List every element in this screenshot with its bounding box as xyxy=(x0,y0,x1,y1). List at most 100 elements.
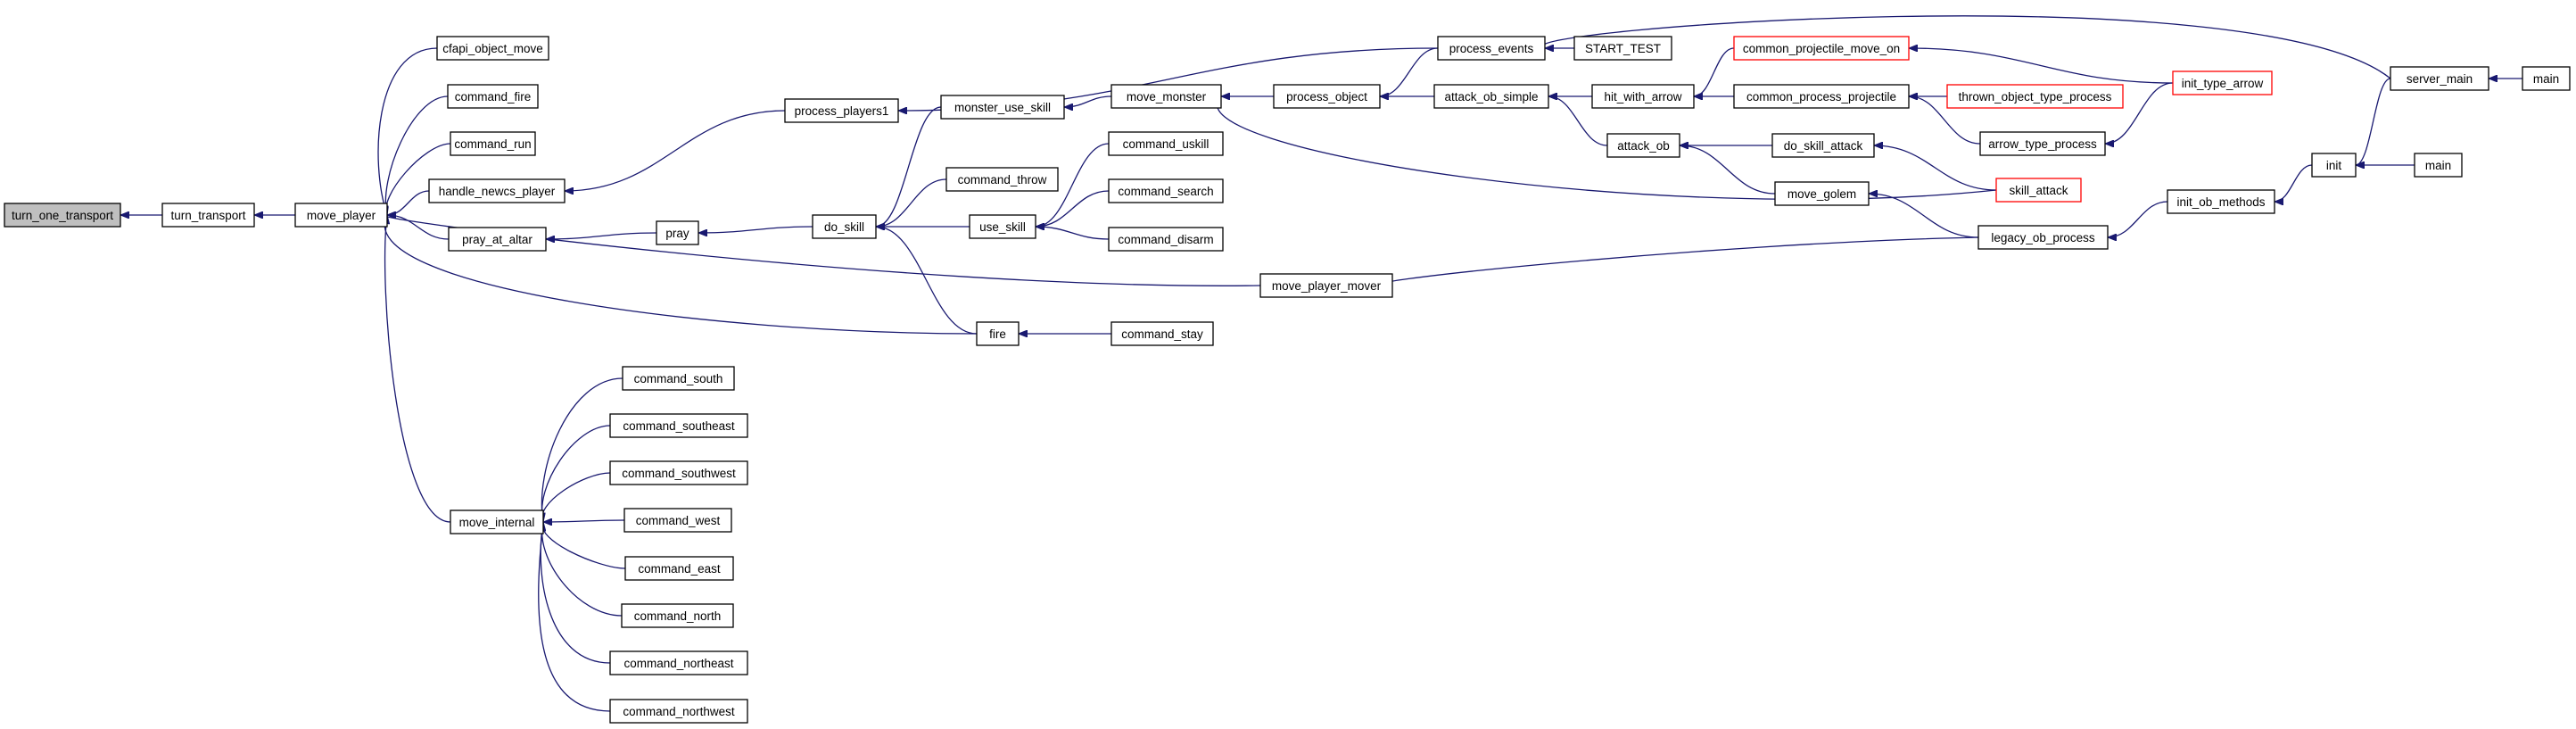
graph-node-init_type_arrow[interactable]: init_type_arrow xyxy=(2172,70,2273,95)
graph-node-fire[interactable]: fire xyxy=(976,321,1020,346)
graph-node-move_monster[interactable]: move_monster xyxy=(1110,84,1222,109)
call-edge-command_search-to-use_skill xyxy=(1036,190,1110,227)
graph-node-monster_use_skill[interactable]: monster_use_skill xyxy=(940,95,1065,120)
graph-node-move_player[interactable]: move_player xyxy=(294,203,388,228)
graph-node-move_player_mover[interactable]: move_player_mover xyxy=(1259,273,1393,298)
graph-node-pray_at_altar[interactable]: pray_at_altar xyxy=(448,227,547,252)
node-box xyxy=(2311,153,2357,178)
call-edge-command_uskill-to-use_skill xyxy=(1035,143,1110,227)
graph-node-init[interactable]: init xyxy=(2311,153,2357,178)
node-label: handle_newcs_player xyxy=(439,185,556,198)
graph-node-process_events[interactable]: process_events xyxy=(1437,36,1546,61)
graph-node-command_northwest[interactable]: command_northwest xyxy=(609,699,748,724)
graph-node-init_ob_methods[interactable]: init_ob_methods xyxy=(2167,189,2275,214)
graph-node-pray[interactable]: pray xyxy=(656,220,699,245)
node-label: main xyxy=(2425,159,2451,172)
call-edge-fire-to-do_skill xyxy=(876,227,978,335)
node-box xyxy=(1771,133,1875,158)
node-label: command_southwest xyxy=(622,467,736,480)
graph-node-command_run[interactable]: command_run xyxy=(450,131,536,156)
graph-node-command_west[interactable]: command_west xyxy=(623,508,732,533)
graph-node-attack_ob_simple[interactable]: attack_ob_simple xyxy=(1433,84,1549,109)
graph-node-server_main[interactable]: server_main xyxy=(2390,66,2489,91)
node-label: command_throw xyxy=(958,173,1047,186)
graph-node-legacy_ob_process[interactable]: legacy_ob_process xyxy=(1977,225,2109,250)
graph-node-attack_ob[interactable]: attack_ob xyxy=(1606,133,1680,158)
graph-node-command_southwest[interactable]: command_southwest xyxy=(609,460,748,485)
call-edge-init_ob_methods-to-legacy_ob_process xyxy=(2108,201,2168,237)
node-label: command_run xyxy=(454,137,531,151)
graph-node-move_internal[interactable]: move_internal xyxy=(450,509,544,534)
node-label: monster_use_skill xyxy=(954,101,1051,114)
graph-node-command_northeast[interactable]: command_northeast xyxy=(609,650,748,675)
node-box xyxy=(448,227,547,252)
graph-node-command_throw[interactable]: command_throw xyxy=(945,167,1059,192)
node-box xyxy=(1977,225,2109,250)
node-label: command_northeast xyxy=(623,657,733,670)
node-box xyxy=(1774,181,1870,206)
graph-node-common_process_projectile[interactable]: common_process_projectile xyxy=(1733,84,1910,109)
node-label: command_west xyxy=(636,514,721,527)
graph-node-command_north[interactable]: command_north xyxy=(621,603,734,628)
graph-node-use_skill[interactable]: use_skill xyxy=(969,214,1036,239)
graph-node-main_2[interactable]: main xyxy=(2414,153,2463,178)
graph-node-command_east[interactable]: command_east xyxy=(624,556,734,581)
graph-node-command_uskill[interactable]: command_uskill xyxy=(1108,131,1224,156)
call-edge-move_player_mover-to-move_player xyxy=(384,215,1261,286)
graph-node-common_projectile_move_on[interactable]: common_projectile_move_on xyxy=(1733,36,1910,61)
graph-node-command_disarm[interactable]: command_disarm xyxy=(1108,227,1224,252)
node-label: command_uskill xyxy=(1123,137,1210,151)
node-label: do_skill_attack xyxy=(1784,139,1863,153)
node-box xyxy=(1995,178,2082,203)
node-box xyxy=(609,699,748,724)
graph-node-do_skill_attack[interactable]: do_skill_attack xyxy=(1771,133,1875,158)
node-label: init_type_arrow xyxy=(2182,77,2264,90)
node-box xyxy=(428,178,566,203)
node-box xyxy=(1979,131,2106,156)
node-label: main xyxy=(2533,72,2559,86)
graph-node-command_stay[interactable]: command_stay xyxy=(1110,321,1214,346)
node-label: init_ob_methods xyxy=(2176,195,2265,209)
node-box xyxy=(623,508,732,533)
graph-node-main_1[interactable]: main xyxy=(2522,66,2571,91)
node-box xyxy=(161,203,255,228)
graph-node-command_southeast[interactable]: command_southeast xyxy=(609,413,748,438)
call-edge-do_skill-to-pray xyxy=(698,226,813,233)
call-edge-fire-to-move_player xyxy=(384,215,978,335)
graph-node-start_test[interactable]: START_TEST xyxy=(1573,36,1672,61)
node-box xyxy=(1108,227,1224,252)
graph-node-arrow_type_process[interactable]: arrow_type_process xyxy=(1979,131,2106,156)
node-box xyxy=(1259,273,1393,298)
node-box xyxy=(436,36,549,61)
node-box xyxy=(609,413,748,438)
graph-node-hit_with_arrow[interactable]: hit_with_arrow xyxy=(1591,84,1695,109)
graph-node-cfapi_object_move[interactable]: cfapi_object_move xyxy=(436,36,549,61)
node-label: move_golem xyxy=(1788,187,1856,201)
call-edge-command_fire-to-move_player xyxy=(385,95,449,215)
node-label: command_east xyxy=(638,562,721,576)
graph-node-command_fire[interactable]: command_fire xyxy=(447,84,539,109)
graph-node-turn_one_transport[interactable]: turn_one_transport xyxy=(4,203,121,228)
node-box xyxy=(1108,131,1224,156)
node-box xyxy=(1110,84,1222,109)
graph-node-skill_attack[interactable]: skill_attack xyxy=(1995,178,2082,203)
graph-node-move_golem[interactable]: move_golem xyxy=(1774,181,1870,206)
node-label: command_north xyxy=(634,609,722,623)
graph-node-process_object[interactable]: process_object xyxy=(1273,84,1381,109)
node-box xyxy=(812,214,877,239)
node-box xyxy=(656,220,699,245)
graph-node-process_players1[interactable]: process_players1 xyxy=(784,98,899,123)
node-box xyxy=(2414,153,2463,178)
node-label: move_player_mover xyxy=(1272,279,1382,293)
graph-node-turn_transport[interactable]: turn_transport xyxy=(161,203,255,228)
graph-node-command_south[interactable]: command_south xyxy=(622,366,735,391)
node-box xyxy=(4,203,121,228)
graph-node-do_skill[interactable]: do_skill xyxy=(812,214,877,239)
graph-node-thrown_object_type_process[interactable]: thrown_object_type_process xyxy=(1946,84,2124,109)
call-edge-attack_ob-to-attack_ob_simple xyxy=(1548,96,1608,146)
graph-node-command_search[interactable]: command_search xyxy=(1108,178,1224,203)
node-label: server_main xyxy=(2407,72,2473,86)
node-label: command_fire xyxy=(455,90,532,104)
graph-node-handle_newcs_player[interactable]: handle_newcs_player xyxy=(428,178,566,203)
call-edge-command_southwest-to-move_internal xyxy=(542,472,611,522)
